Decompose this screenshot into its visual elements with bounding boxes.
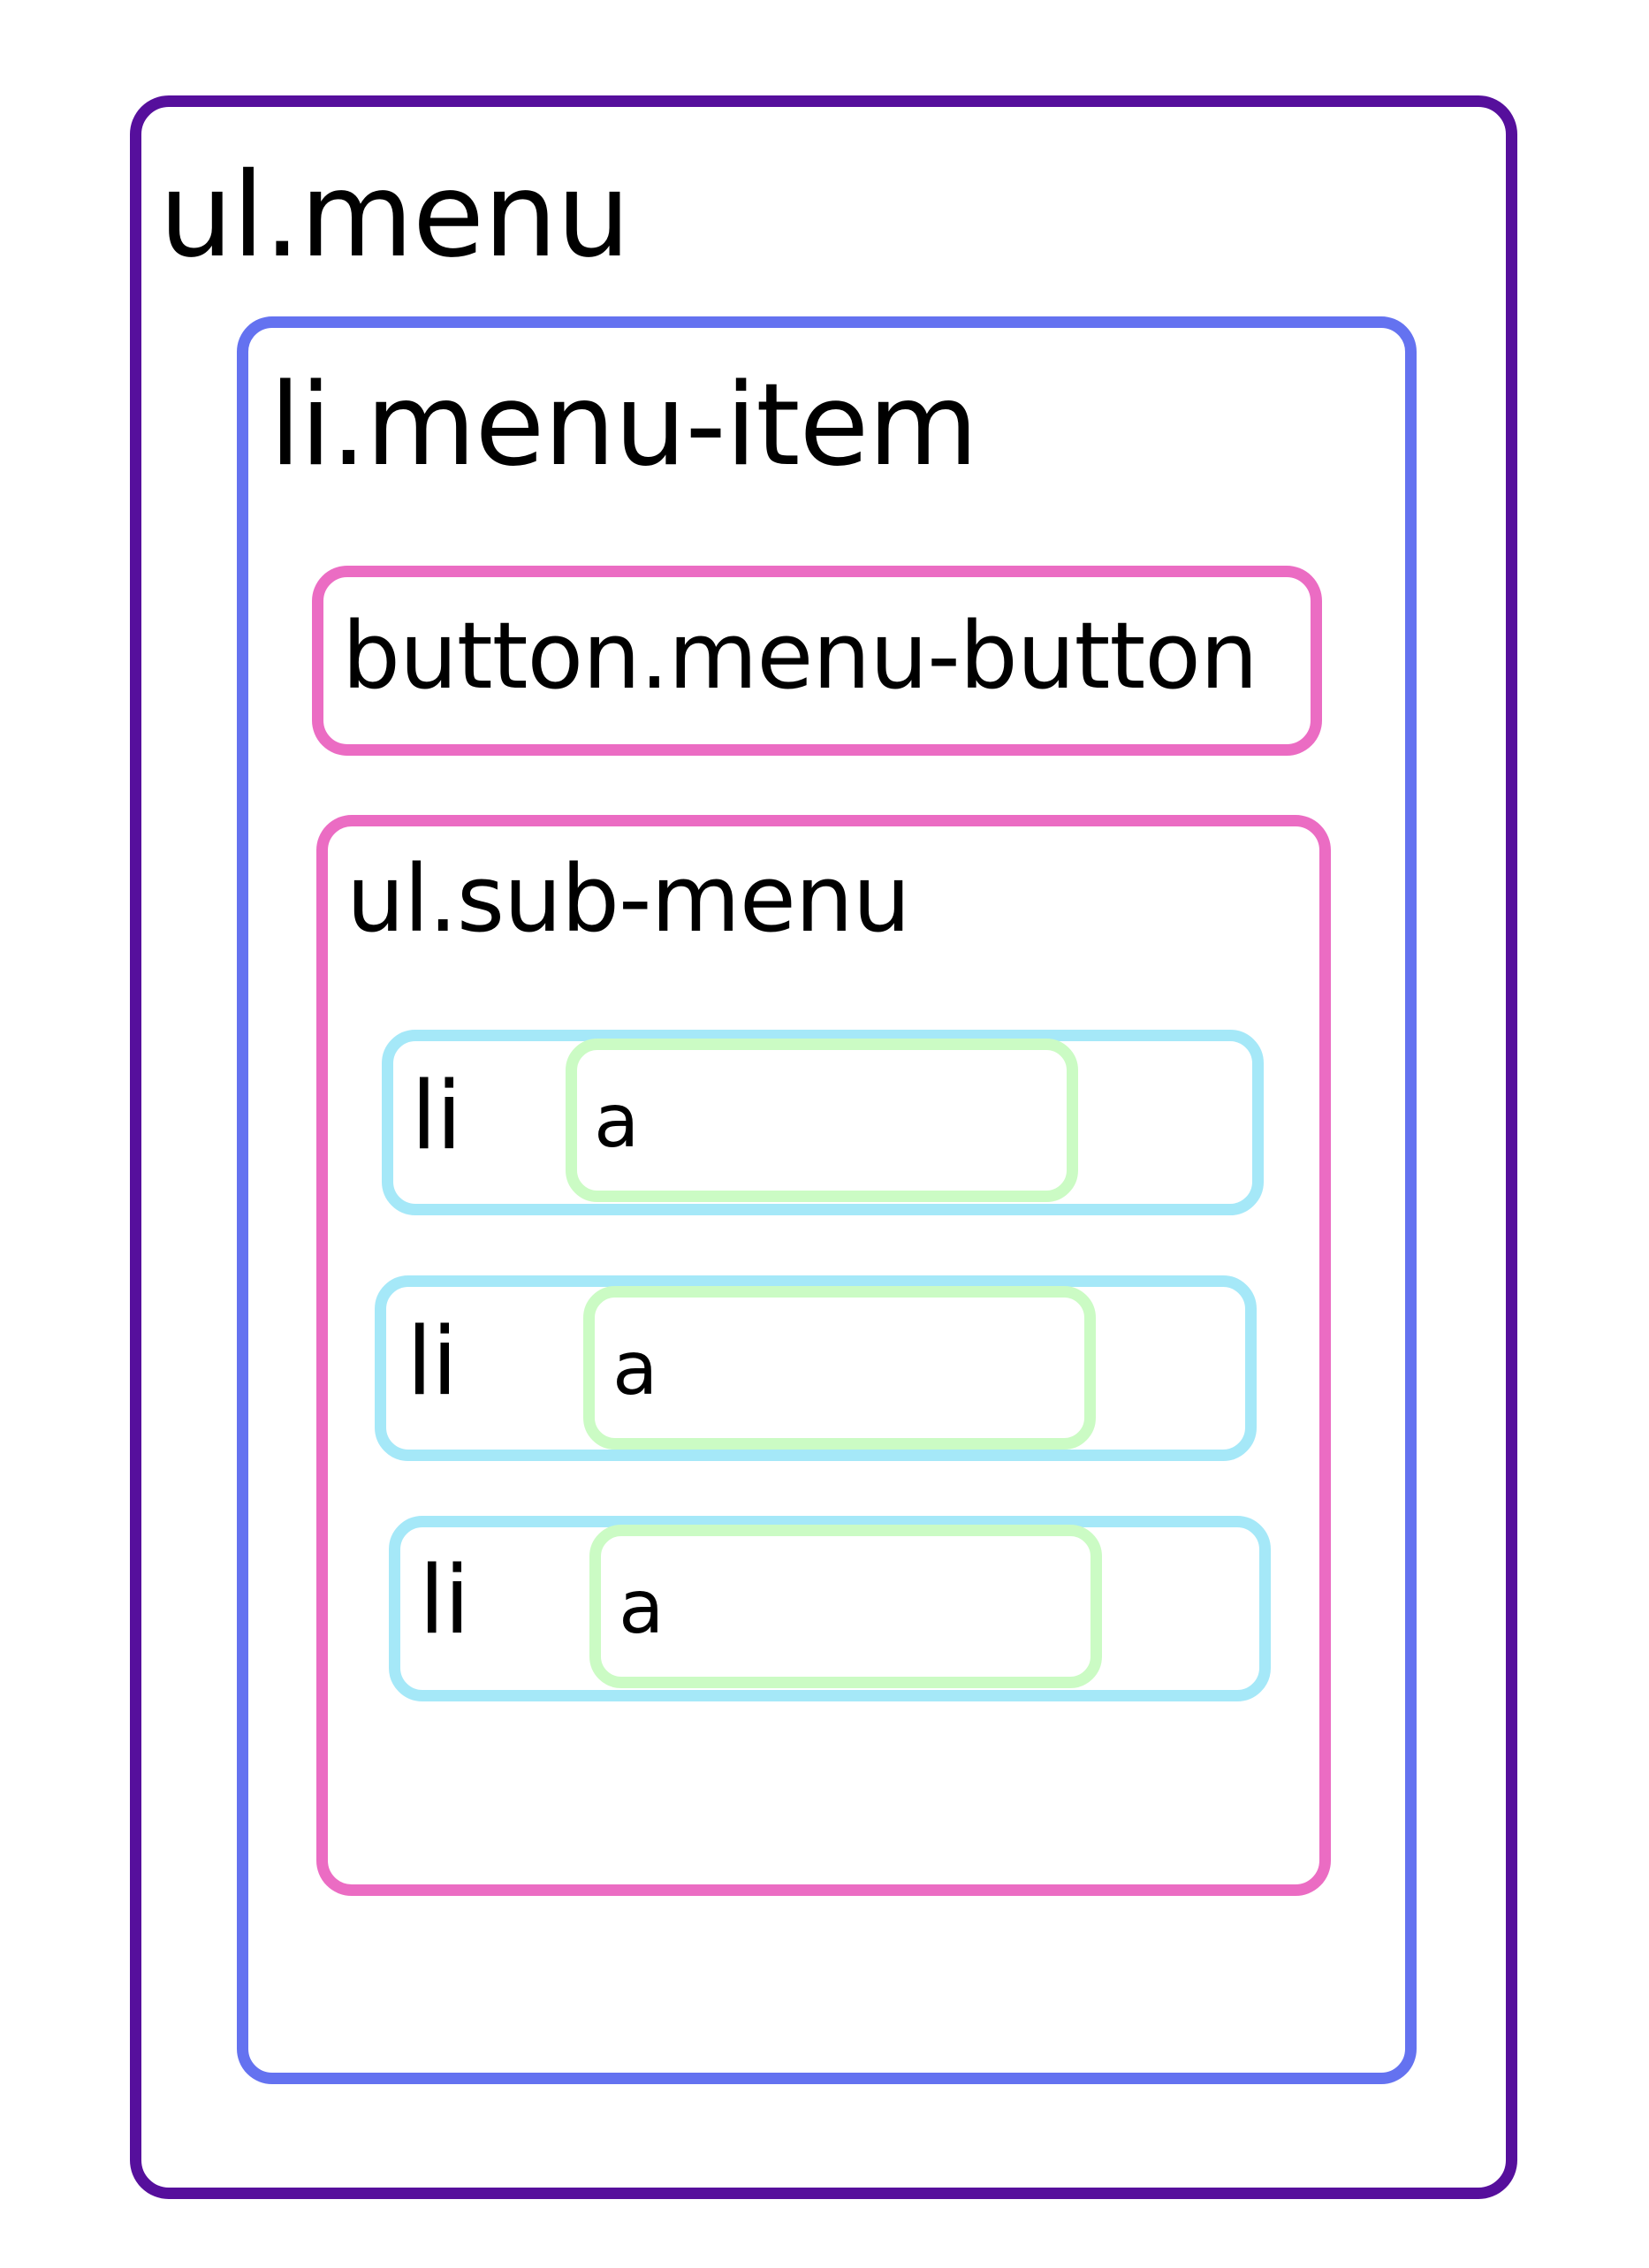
sub-menu-box bbox=[316, 815, 1331, 1896]
sub-menu-li-label: li bbox=[419, 1546, 470, 1655]
sub-menu-link-box bbox=[583, 1286, 1096, 1450]
menu-item-box bbox=[237, 316, 1417, 2084]
sub-menu-link-box bbox=[589, 1525, 1102, 1688]
sub-menu-li-box bbox=[389, 1516, 1271, 1701]
sub-menu-li-label: li bbox=[407, 1307, 458, 1416]
sub-menu-li-label: li bbox=[411, 1062, 462, 1170]
menu-box bbox=[130, 95, 1517, 2199]
sub-menu-link-label: a bbox=[612, 1325, 657, 1412]
sub-menu-link-box bbox=[566, 1039, 1078, 1202]
menu-button-label: button.menu-button bbox=[342, 602, 1258, 710]
sub-menu-li-box bbox=[382, 1030, 1264, 1215]
menu-button-box bbox=[312, 566, 1322, 756]
sub-menu-link-label: a bbox=[619, 1564, 664, 1650]
sub-menu-li-box bbox=[375, 1275, 1257, 1461]
sub-menu-link-label: a bbox=[594, 1077, 639, 1164]
menu-item-label: li.menu-item bbox=[270, 360, 978, 491]
menu-label: ul.menu bbox=[159, 148, 630, 284]
sub-menu-label: ul.sub-menu bbox=[346, 845, 911, 953]
